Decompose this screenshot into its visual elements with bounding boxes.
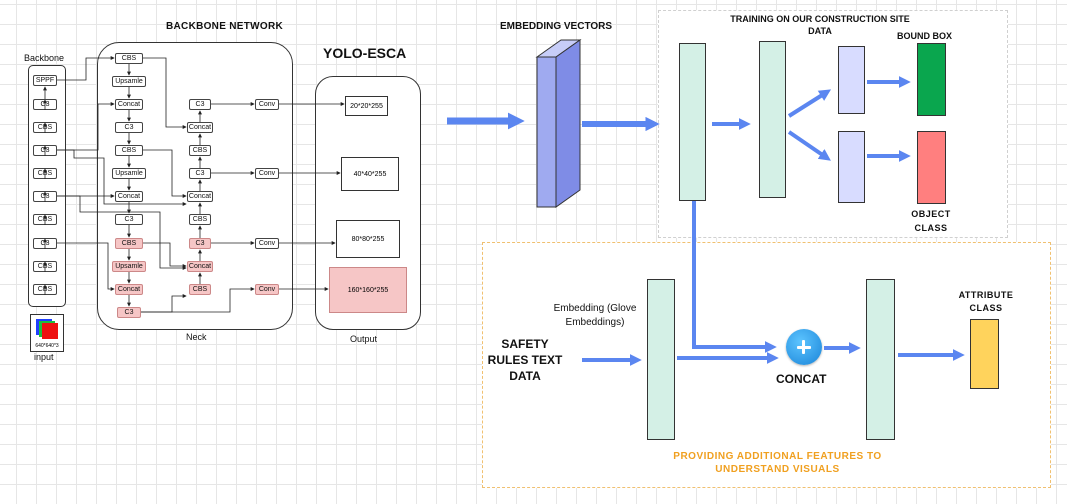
input-label: input — [34, 352, 54, 362]
neck-container — [97, 42, 293, 330]
backbone-node: SPPF — [33, 75, 57, 86]
neck-node: CBS — [115, 53, 143, 64]
glove-embedding-column — [647, 279, 675, 440]
neck-node: Concat — [115, 99, 143, 110]
safety-line1: SAFETY — [501, 337, 549, 351]
neck-node: Concat — [187, 191, 213, 202]
conv-node: Conv — [255, 168, 279, 179]
safety-line3: DATA — [509, 369, 541, 383]
class-head-column — [838, 131, 865, 203]
neck-node: CBS — [115, 238, 143, 249]
attribute-class-output — [970, 319, 999, 389]
output-box-40: 40*40*255 — [341, 157, 399, 191]
training-feature-column-1 — [679, 43, 706, 201]
training-feature-column-2 — [759, 41, 786, 198]
output-box-20: 20*20*255 — [345, 96, 388, 116]
yolo-esca-title: YOLO-ESCA — [323, 45, 407, 61]
neck-node: C3 — [189, 99, 211, 110]
neck-node: C3 — [115, 122, 143, 133]
object-class-line2: CLASS — [914, 223, 948, 233]
neck-node: Concat — [115, 284, 143, 295]
training-title-line2: DATA — [808, 26, 832, 36]
input-image-icon: 640*640*3 — [30, 314, 64, 352]
neck-node: Upsamle — [112, 168, 146, 179]
bbox-head-column — [838, 46, 865, 114]
neck-node: C3 — [189, 238, 211, 249]
neck-node: Concat — [187, 122, 213, 133]
glove-line1: Embedding (Glove — [553, 303, 637, 314]
attribute-line2: CLASS — [969, 303, 1003, 313]
providing-features-label: PROVIDING ADDITIONAL FEATURES TO UNDERST… — [640, 450, 915, 476]
training-title-line1: TRAINING ON OUR CONSTRUCTION SITE — [730, 14, 910, 24]
input-size: 640*640*3 — [35, 343, 59, 349]
object-class-label: OBJECT CLASS — [900, 207, 962, 235]
attribute-line1: ATTRIBUTE — [958, 290, 1014, 300]
providing-line2: UNDERSTAND VISUALS — [715, 464, 840, 475]
neck-node: C3 — [115, 214, 143, 225]
neck-node: Upsamle — [112, 261, 146, 272]
conv-node: Conv — [255, 284, 279, 295]
glove-line2: Embeddings) — [565, 317, 625, 328]
neck-node: C3 — [189, 168, 211, 179]
neck-node: CBS — [189, 145, 211, 156]
neck-node: CBS — [189, 214, 211, 225]
neck-node: Upsamle — [112, 76, 146, 87]
object-class-line1: OBJECT — [911, 209, 951, 219]
neck-node: CBS — [189, 284, 211, 295]
concat-plus-icon — [786, 329, 822, 365]
output-box-160: 160*160*255 — [329, 267, 407, 313]
embedding-vectors-title: EMBEDDING VECTORS — [500, 21, 613, 32]
backbone-label: Backbone — [24, 53, 65, 63]
providing-line1: PROVIDING ADDITIONAL FEATURES TO — [673, 451, 882, 462]
attribute-class-label: ATTRIBUTE CLASS — [948, 289, 1024, 315]
output-label: Output — [350, 334, 378, 344]
neck-label: Neck — [186, 332, 207, 342]
neck-node: Concat — [115, 191, 143, 202]
training-title: TRAINING ON OUR CONSTRUCTION SITE DATA — [700, 13, 940, 37]
neck-node: Concat — [187, 261, 213, 272]
conv-node: Conv — [255, 238, 279, 249]
neck-node: C3 — [117, 307, 141, 318]
conv-node: Conv — [255, 99, 279, 110]
bound-box-output — [917, 43, 946, 116]
bound-box-label: BOUND BOX — [897, 31, 953, 41]
neck-node: CBS — [115, 145, 143, 156]
glove-embedding-label: Embedding (Glove Embeddings) — [540, 302, 650, 330]
backbone-network-title: BACKBONE NETWORK — [166, 21, 284, 32]
safety-line2: RULES TEXT — [487, 353, 563, 367]
additional-features-box — [482, 242, 1051, 488]
fusion-column — [866, 279, 895, 440]
safety-rules-label: SAFETY RULES TEXT DATA — [480, 336, 570, 384]
object-class-output — [917, 131, 946, 204]
output-box-80: 80*80*255 — [336, 220, 400, 258]
concat-label: CONCAT — [776, 372, 827, 386]
